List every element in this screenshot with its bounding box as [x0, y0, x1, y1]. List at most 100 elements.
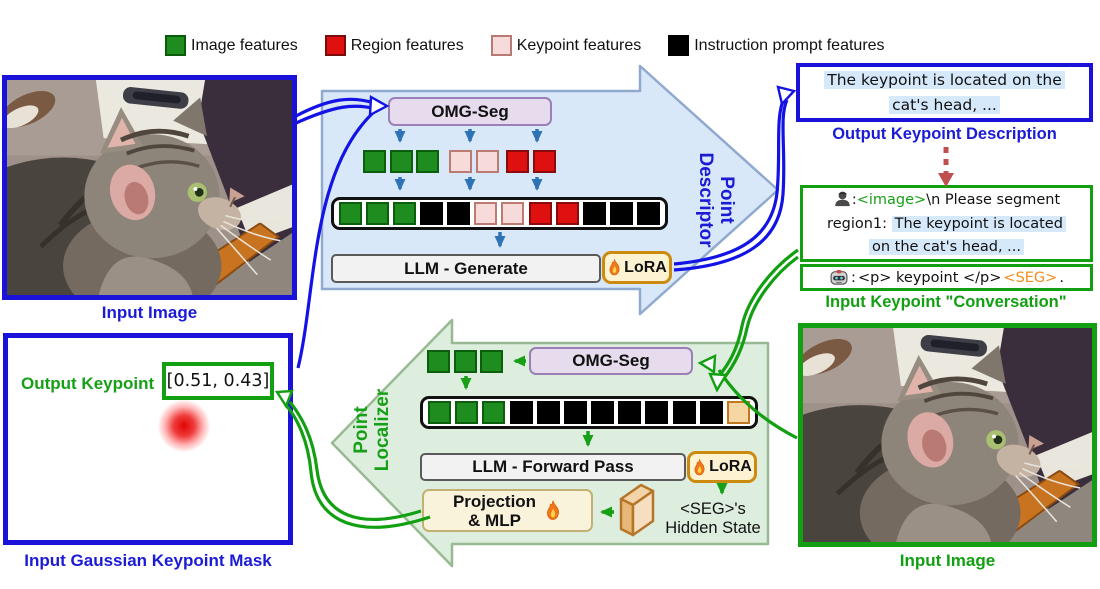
point-localizer-label: Point Localizer	[351, 388, 393, 472]
pink-feature-square	[475, 150, 499, 173]
llm-generate-box: LLM - Generate	[331, 254, 601, 283]
red-feature-square	[532, 150, 556, 173]
green-feature-square	[480, 350, 503, 373]
image-features-swatch	[165, 35, 186, 56]
legend-label: Image features	[191, 36, 298, 54]
conversation-user-line1: :<image>\n Please segment	[803, 189, 1090, 213]
image-token: <image>	[856, 192, 927, 208]
input-image-top-caption: Input Image	[101, 303, 198, 322]
cat-photo	[803, 328, 1092, 542]
red-feature-square	[555, 202, 579, 225]
black-feature-square	[536, 401, 560, 424]
legend: Image features Region features Keypoint …	[165, 35, 885, 56]
green-feature-square	[363, 150, 386, 173]
black-feature-square	[636, 202, 660, 225]
person-icon	[833, 190, 852, 207]
legend-item-keypoint-features: Keypoint features	[490, 35, 642, 56]
region-feature-squares	[506, 150, 556, 173]
conversation-highlight1: The keypoint is located	[891, 215, 1066, 232]
lora-badge-localizer: LoRA	[687, 451, 757, 483]
keypoint-coordinates: [0.51, 0.43]	[162, 362, 274, 400]
keypoint-features-swatch	[490, 35, 512, 56]
green-feature-square	[428, 401, 451, 424]
keypoint-feature-squares	[449, 150, 499, 173]
pink-feature-square	[449, 150, 472, 173]
green-feature-square	[427, 350, 450, 373]
description-line1: The keypoint is located on the	[824, 71, 1065, 89]
black-feature-square	[645, 401, 669, 424]
black-feature-square	[447, 202, 471, 225]
image-feature-squares-localizer	[427, 350, 503, 373]
legend-item-image-features: Image features	[165, 35, 298, 56]
black-feature-square	[563, 401, 587, 424]
seg-token: <SEG>	[1003, 269, 1058, 286]
pink-feature-square	[474, 202, 498, 225]
red-feature-square	[506, 150, 529, 173]
conversation-caption: Input Keypoint "Conversation"	[825, 293, 1067, 311]
red-feature-square	[528, 202, 552, 225]
flame-icon	[607, 258, 622, 277]
flame-icon	[544, 499, 562, 522]
omg-seg-box-localizer: OMG-Seg	[529, 347, 693, 375]
cat-photo	[7, 80, 292, 295]
lora-label: LoRA	[709, 458, 752, 475]
input-image-bottom	[798, 323, 1097, 547]
pink-feature-square	[501, 202, 525, 225]
black-feature-square	[591, 401, 615, 424]
gaussian-blob	[158, 400, 210, 452]
black-feature-square	[699, 401, 723, 424]
legend-label: Region features	[350, 36, 464, 54]
token-sequence-localizer	[420, 396, 758, 429]
green-feature-square	[416, 150, 439, 173]
black-feature-square	[420, 202, 444, 225]
output-description-box: The keypoint is located on the cat's hea…	[796, 63, 1093, 122]
point-descriptor-label: Point Descriptor	[695, 152, 737, 248]
green-feature-square	[453, 350, 477, 373]
region-features-swatch	[324, 35, 346, 56]
green-feature-square	[366, 202, 390, 225]
black-feature-square	[582, 202, 606, 225]
black-feature-square	[618, 401, 642, 424]
green-feature-square	[393, 202, 417, 225]
conversation-highlight2: on the cat's head, ...	[868, 239, 1024, 255]
legend-label: Instruction prompt features	[694, 36, 885, 54]
legend-item-region-features: Region features	[324, 35, 464, 56]
omg-seg-box-descriptor: OMG-Seg	[388, 97, 552, 126]
input-image-bottom-caption: Input Image	[899, 551, 996, 570]
dashed-arrow-description-to-conversation	[938, 147, 954, 187]
green-arrowhead-sequence	[708, 372, 729, 393]
green-arrowhead-omg	[697, 354, 717, 375]
token-sequence-descriptor	[331, 197, 668, 230]
tan-feature-square	[726, 401, 750, 424]
conversation-user-line3: on the cat's head, ...	[803, 236, 1090, 260]
image-feature-squares	[363, 150, 439, 173]
lora-badge-descriptor: LoRA	[602, 251, 672, 284]
llm-forward-pass-box: LLM - Forward Pass	[420, 453, 686, 481]
blue-arrowhead-omg	[368, 95, 390, 118]
black-feature-square	[672, 401, 696, 424]
brick-icon	[615, 481, 659, 539]
gaussian-mask-caption: Input Gaussian Keypoint Mask	[24, 551, 272, 570]
green-feature-square	[389, 150, 413, 173]
blue-arrowhead-description	[776, 85, 797, 107]
gaussian-mask-box: Output Keypoint [0.51, 0.43]	[3, 333, 293, 545]
green-feature-square	[455, 401, 479, 424]
flame-icon	[692, 458, 707, 477]
projection-label: Projection & MLP	[452, 491, 537, 530]
projection-mlp-box: Projection & MLP	[422, 489, 593, 532]
legend-item-instruction-features: Instruction prompt features	[668, 35, 885, 56]
black-feature-square	[509, 401, 533, 424]
description-line2: cat's head, ...	[889, 96, 1000, 114]
output-keypoint-label: Output Keypoint	[21, 374, 155, 393]
seg-hidden-state-label: <SEG>'s Hidden State	[665, 500, 761, 537]
legend-label: Keypoint features	[516, 36, 642, 54]
robot-icon	[829, 269, 849, 286]
conversation-user-line2: region1: The keypoint is located	[803, 213, 1090, 237]
lora-label: LoRA	[624, 258, 667, 276]
conversation-assistant-box: : <p> keypoint </p> <SEG>.	[800, 264, 1093, 291]
input-image-top	[2, 75, 297, 300]
black-feature-square	[609, 202, 633, 225]
conversation-user-box: :<image>\n Please segment region1: The k…	[800, 185, 1093, 262]
green-feature-square	[339, 202, 362, 225]
